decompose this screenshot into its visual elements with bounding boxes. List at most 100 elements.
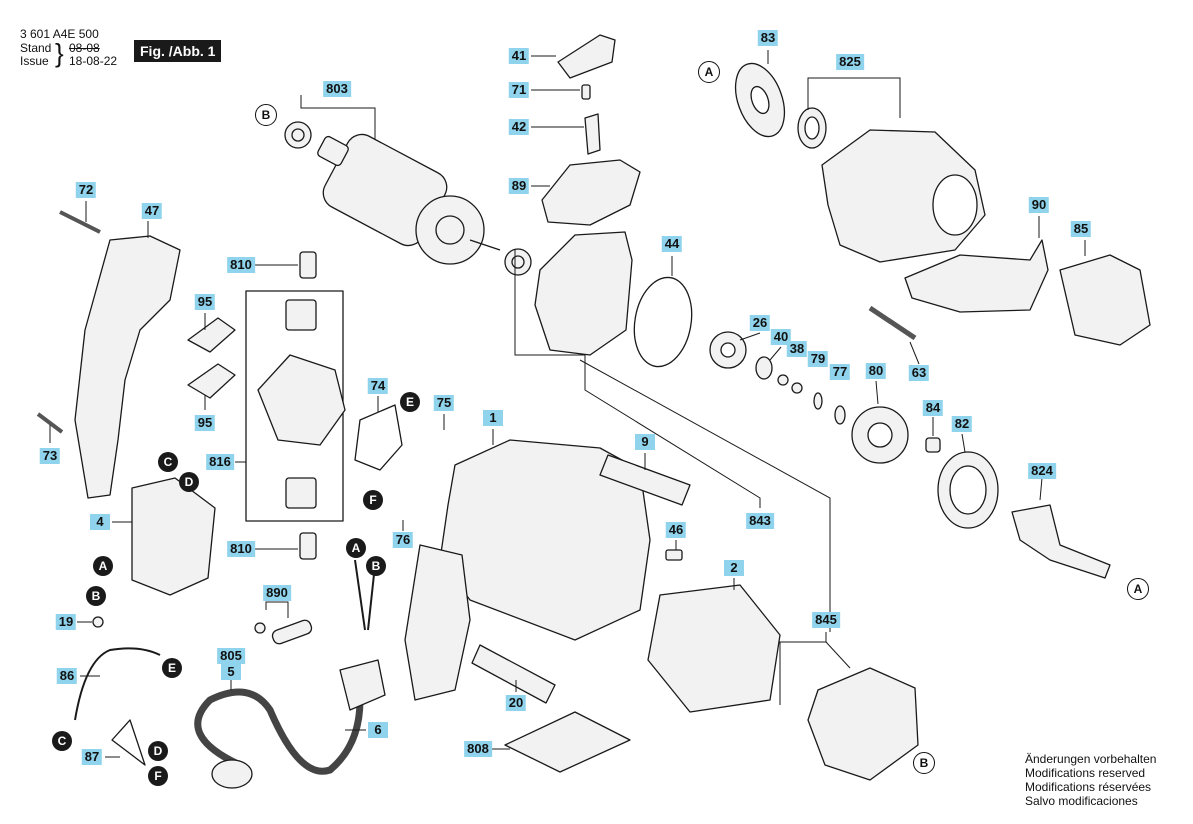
- part-label-38: 38: [786, 341, 808, 357]
- chuck-part: [1059, 254, 1151, 346]
- brush-part: [299, 532, 317, 560]
- part-label-89: 89: [508, 178, 530, 194]
- issue-date: 18-08-22: [69, 54, 118, 68]
- ref-marker-f-cable: F: [148, 766, 168, 786]
- ref-marker-b-armature: B: [255, 104, 277, 126]
- part-label-40: 40: [770, 329, 792, 345]
- rating-label-part: [504, 711, 631, 773]
- o-ring-part: [633, 276, 693, 368]
- part-label-80: 80: [865, 363, 887, 379]
- part-label-85: 85: [1070, 221, 1092, 237]
- part-label-44: 44: [661, 236, 683, 252]
- ref-marker-c-switch: C: [158, 452, 178, 472]
- part-label-42: 42: [508, 119, 530, 135]
- ref-marker-d-switch: D: [179, 472, 199, 492]
- ref-marker-a-cord: A: [346, 538, 366, 558]
- stand-label: Stand: [20, 41, 52, 55]
- part-label-890: 890: [263, 585, 291, 601]
- part-label-72: 72: [75, 182, 97, 198]
- label-strip-part: [471, 644, 556, 704]
- ref-marker-f-housing: F: [363, 490, 383, 510]
- part-label-5: 5: [221, 664, 241, 680]
- bearing-part: [284, 121, 312, 149]
- figure-title: Fig. /Abb. 1: [134, 40, 222, 62]
- switch-button-part: [557, 34, 616, 79]
- grommet-part: [339, 659, 386, 711]
- bearing-plate-part: [534, 231, 633, 356]
- part-label-2: 2: [724, 560, 744, 576]
- part-label-803: 803: [323, 81, 351, 97]
- label-strip-part: [599, 454, 691, 506]
- issue-label: Issue: [20, 54, 49, 68]
- part-label-76: 76: [392, 532, 414, 548]
- part-label-95-bottom: 95: [194, 415, 216, 431]
- note-en: Modifications reserved: [1025, 766, 1146, 780]
- note-de: Änderungen vorbehalten: [1025, 752, 1157, 766]
- baffle-part: [807, 667, 919, 781]
- part-label-79: 79: [807, 351, 829, 367]
- spindle-part: [1011, 504, 1111, 579]
- modification-notes: Änderungen vorbehalten Modifications res…: [1025, 752, 1156, 808]
- part-label-87: 87: [81, 749, 103, 765]
- part-label-74: 74: [367, 378, 389, 394]
- note-fr: Modifications réservées: [1025, 780, 1152, 794]
- part-label-843: 843: [746, 513, 774, 529]
- screw-part: [59, 210, 101, 234]
- part-label-47: 47: [141, 203, 163, 219]
- cable-part: [74, 647, 161, 721]
- part-label-26: 26: [749, 315, 771, 331]
- ref-marker-b-baffle: B: [913, 752, 935, 774]
- part-label-9: 9: [635, 434, 655, 450]
- ref-marker-a-switch: A: [93, 556, 113, 576]
- screw-part: [36, 412, 64, 434]
- ref-marker-a-spindle: A: [1127, 578, 1149, 600]
- ref-marker-b-cord: B: [366, 556, 386, 576]
- screw-part: [665, 549, 683, 561]
- ring-part: [937, 451, 999, 529]
- screw-part: [868, 305, 917, 341]
- brush-holder-part: [257, 354, 346, 446]
- part-label-808: 808: [464, 741, 492, 757]
- cover-part: [541, 159, 641, 226]
- clip-part: [187, 317, 236, 353]
- part-label-825: 825: [836, 54, 864, 70]
- part-label-95-top: 95: [194, 294, 216, 310]
- washer-part: [734, 62, 786, 138]
- part-label-84: 84: [922, 400, 944, 416]
- part-label-82: 82: [951, 416, 973, 432]
- switch-part: [131, 477, 216, 596]
- header-brace: }: [55, 38, 64, 68]
- spring-part: [581, 84, 591, 100]
- cable-part: [111, 719, 146, 766]
- slider-part: [584, 113, 601, 155]
- part-label-71: 71: [508, 82, 530, 98]
- part-label-73: 73: [39, 448, 61, 464]
- part-label-83: 83: [757, 30, 779, 46]
- guard-part: [904, 239, 1049, 313]
- note-es: Salvo modificaciones: [1025, 794, 1138, 808]
- handle-body-part: [404, 544, 471, 701]
- screw-part: [92, 616, 104, 628]
- clamp-part: [354, 404, 403, 471]
- part-label-6: 6: [368, 722, 388, 738]
- part-label-4: 4: [90, 514, 110, 530]
- ref-marker-c-cable: C: [52, 731, 72, 751]
- part-label-845: 845: [812, 612, 840, 628]
- drawing-code: 3 601 A4E 500: [20, 27, 99, 41]
- ref-marker-e-cable: E: [162, 658, 182, 678]
- part-label-46: 46: [665, 522, 687, 538]
- field-coil-part: [647, 584, 781, 713]
- plug-part: [211, 759, 253, 789]
- clip-part: [187, 363, 236, 399]
- armature-part: [317, 133, 501, 265]
- part-label-77: 77: [829, 364, 851, 380]
- needle-bearing-part: [797, 107, 827, 149]
- part-label-90: 90: [1028, 197, 1050, 213]
- part-label-75: 75: [433, 395, 455, 411]
- part-label-824: 824: [1028, 463, 1056, 479]
- part-label-810-top: 810: [227, 257, 255, 273]
- ref-marker-d-cable: D: [148, 741, 168, 761]
- part-label-1: 1: [483, 410, 503, 426]
